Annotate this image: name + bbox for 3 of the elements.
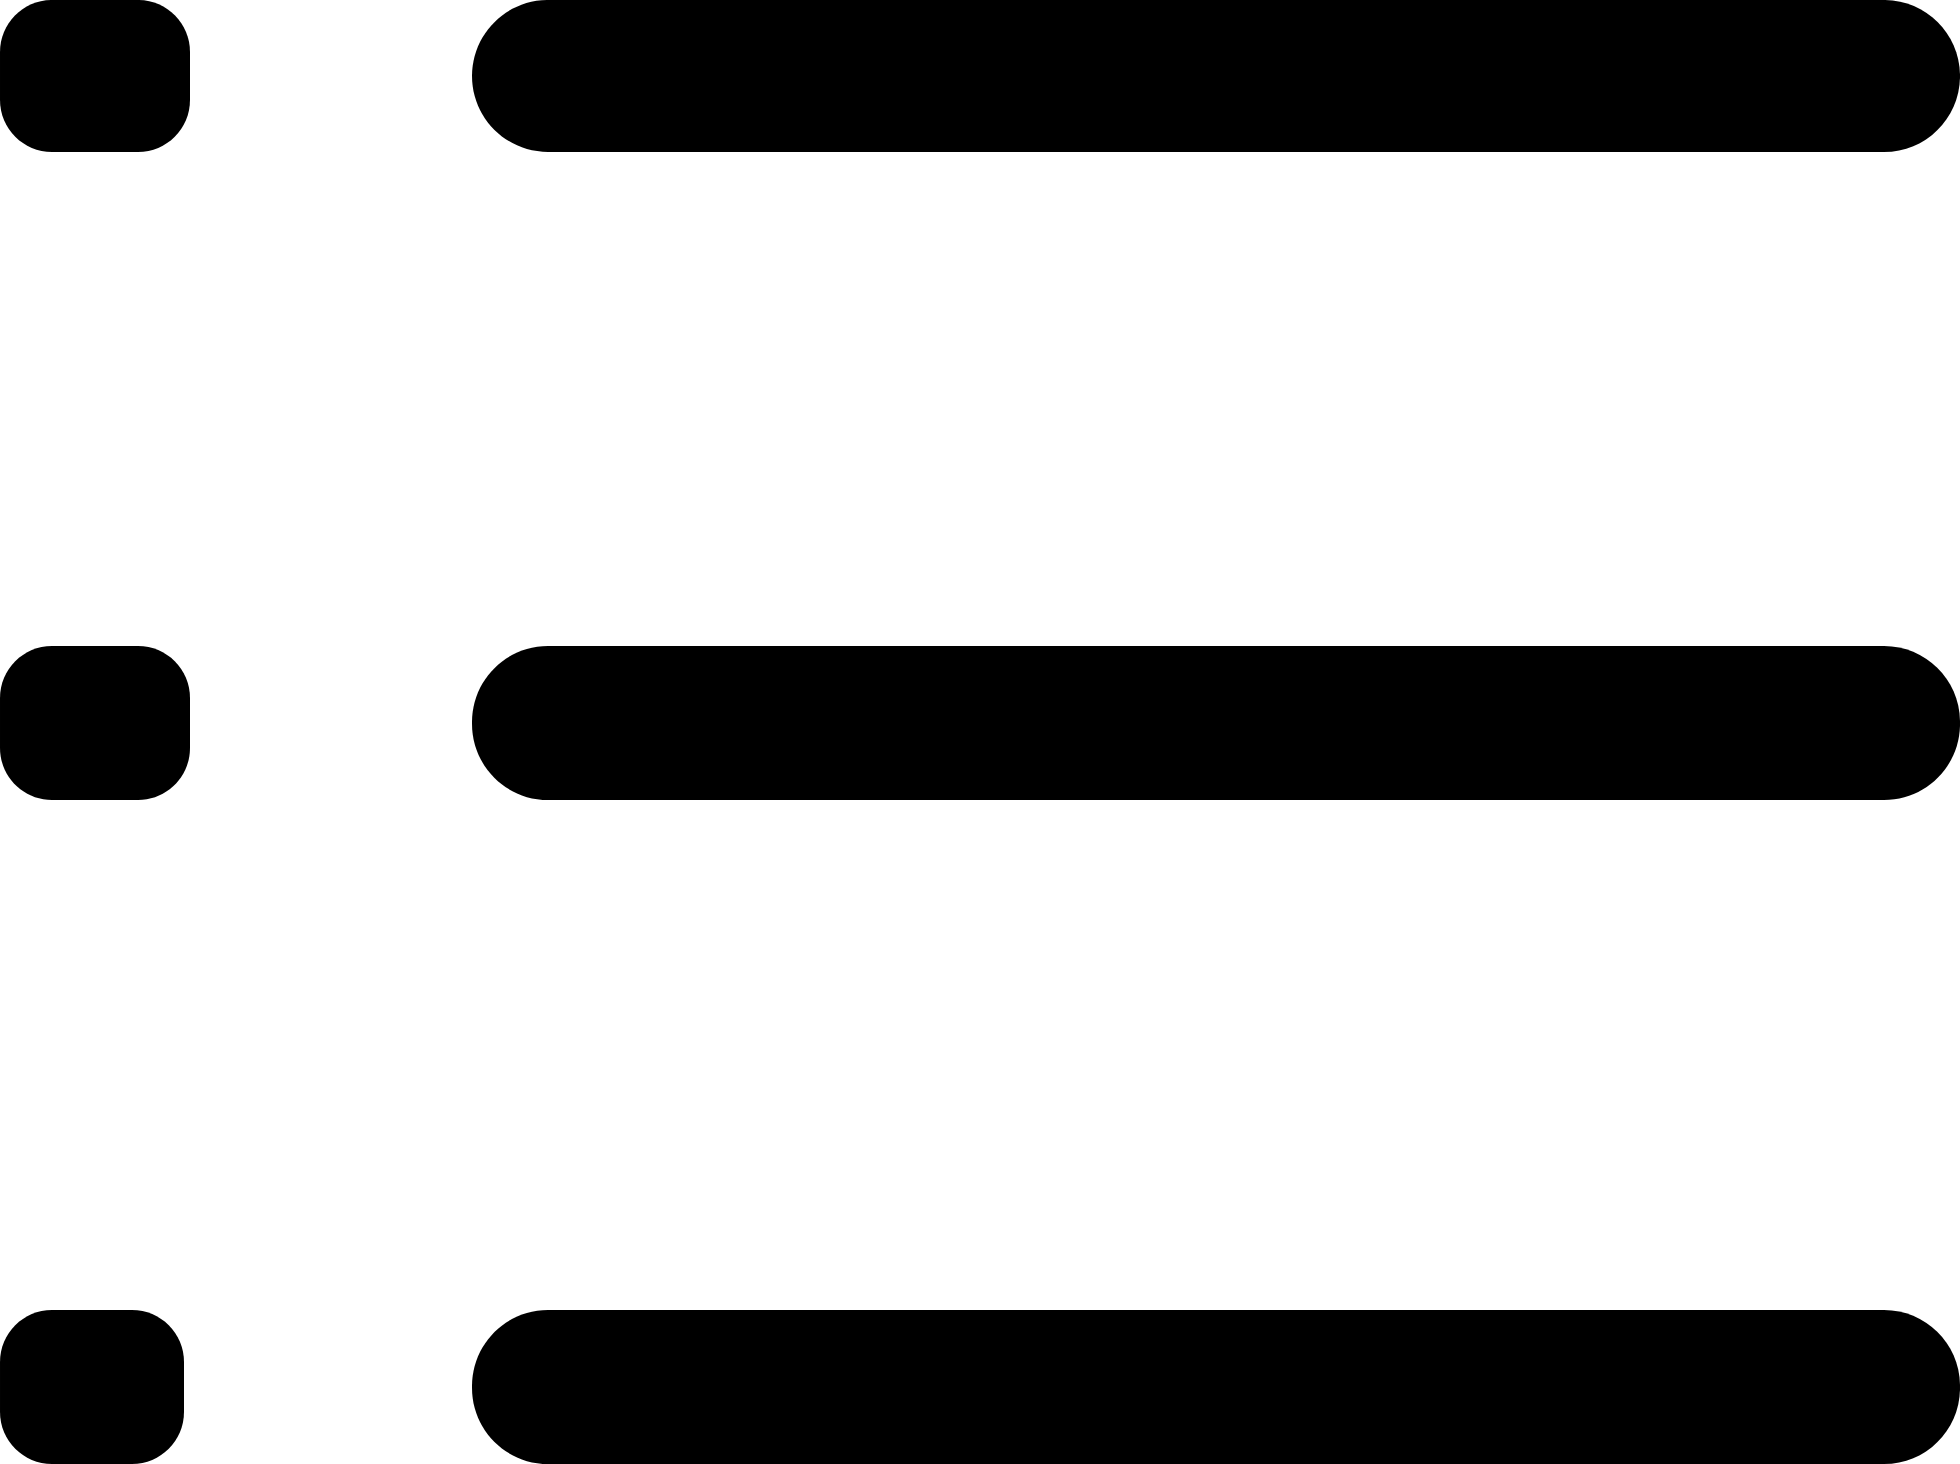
bullet-mark <box>0 0 190 152</box>
bullet-mark <box>0 646 190 800</box>
bullet-mark <box>0 1310 184 1464</box>
